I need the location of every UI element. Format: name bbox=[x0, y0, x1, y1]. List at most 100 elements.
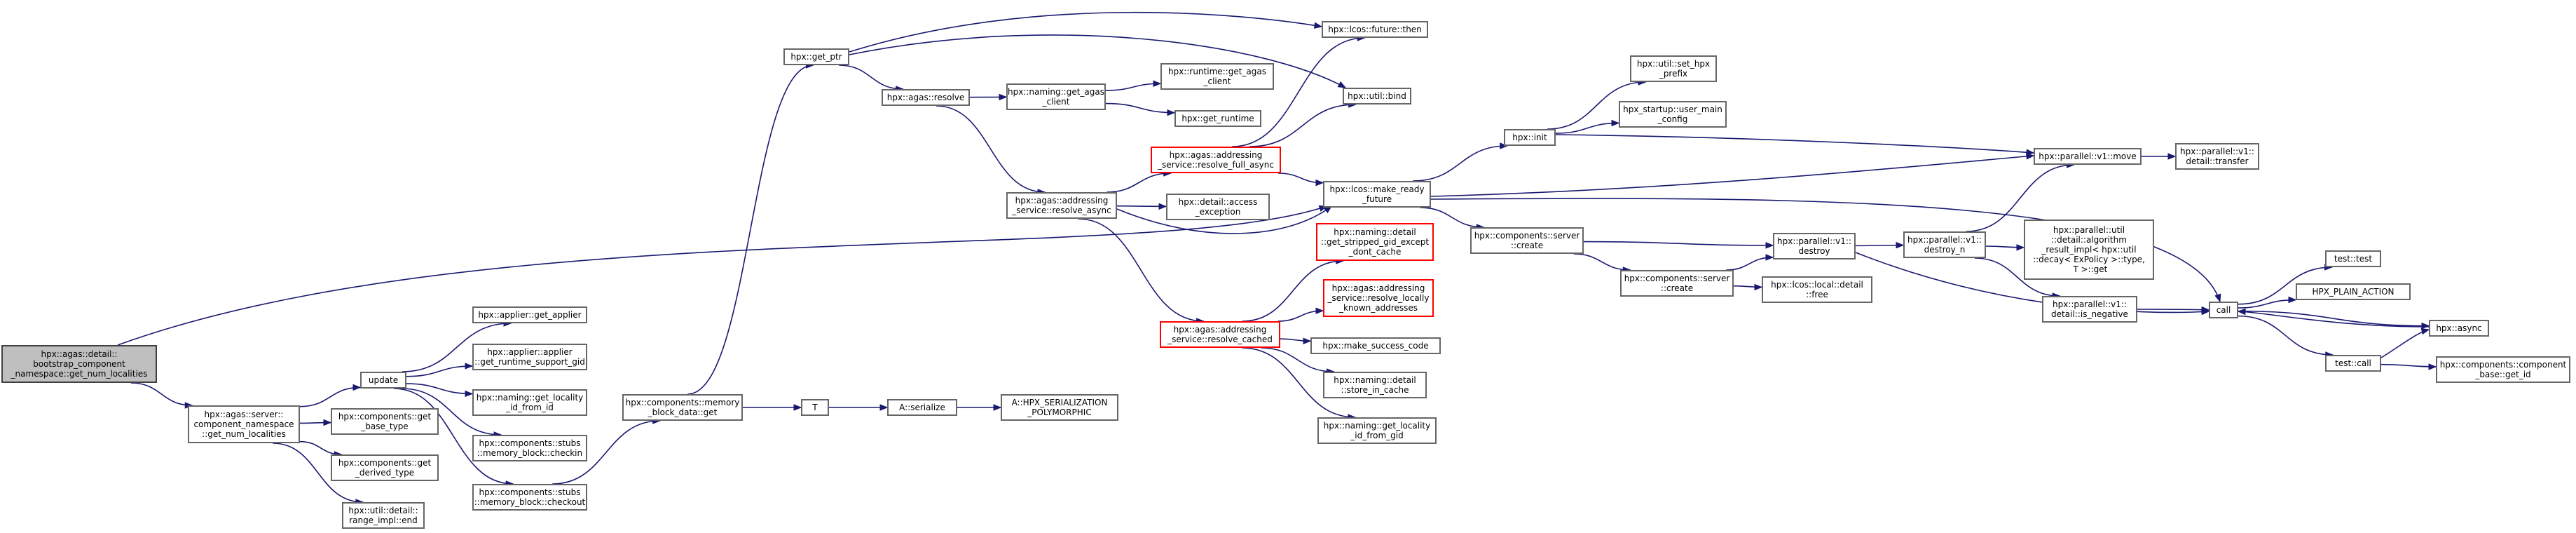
node-naming-get-agas[interactable]: hpx::naming::get_agas _client bbox=[1006, 83, 1106, 110]
edge-update-to-naming-get-loc bbox=[406, 383, 473, 395]
node-destroy-n[interactable]: hpx::parallel::v1:: destroy_n bbox=[1903, 231, 1986, 258]
edge-update-to-applier-get bbox=[402, 323, 512, 372]
node-access-exc[interactable]: hpx::detail::access _exception bbox=[1166, 194, 1270, 220]
node-applier-get[interactable]: hpx::applier::get_applier bbox=[472, 306, 587, 323]
node-comp-base-get-id[interactable]: hpx::components::component _base::get_id bbox=[2436, 356, 2570, 383]
edge-hpx-init-to-move bbox=[1555, 134, 2034, 154]
node-move[interactable]: hpx::parallel::v1::move bbox=[2034, 148, 2142, 165]
edge-make-ready-to-hpx-init bbox=[1413, 145, 1507, 182]
node-make-ready[interactable]: hpx::lcos::make_ready _future bbox=[1323, 181, 1431, 208]
arrowhead-icon bbox=[1765, 242, 1774, 249]
node-naming-get-loc[interactable]: hpx::naming::get_locality _id_from_id bbox=[472, 389, 587, 416]
node-A-hpx[interactable]: A::HPX_SERIALIZATION _POLYMORPHIC bbox=[1001, 394, 1118, 421]
node-resolve-async[interactable]: hpx::agas::addressing _service::resolve_… bbox=[1006, 192, 1117, 219]
node-T[interactable]: T bbox=[801, 399, 829, 416]
node-get-runtime[interactable]: hpx::get_runtime bbox=[1174, 110, 1261, 127]
node-runtime-get-agas[interactable]: hpx::runtime::get_agas _client bbox=[1160, 63, 1274, 90]
edge-destroy-n-to-move bbox=[1966, 164, 2074, 232]
node-server-create2[interactable]: hpx::components::server ::create bbox=[1620, 270, 1734, 297]
arrowhead-icon bbox=[1500, 142, 1509, 149]
node-comp-get-base[interactable]: hpx::components::get _base_type bbox=[331, 408, 439, 435]
edge-cn-get-to-update bbox=[299, 386, 361, 407]
arrowhead-icon bbox=[1765, 254, 1774, 261]
edge-get-ptr-to-agas-resolve bbox=[839, 65, 903, 90]
node-is-negative[interactable]: hpx::parallel::v1:: detail::is_negative bbox=[2042, 296, 2137, 323]
node-call[interactable]: call bbox=[2209, 302, 2238, 318]
arrowhead-icon bbox=[2428, 363, 2437, 370]
node-server-create1[interactable]: hpx::components::server ::create bbox=[1470, 227, 1584, 254]
node-stripped-gid[interactable]: hpx::naming::detail ::get_stripped_gid_e… bbox=[1316, 223, 1434, 261]
edge-server-create1-to-server-create2 bbox=[1573, 253, 1631, 271]
node-resolve-locally[interactable]: hpx::agas::addressing _service::resolve_… bbox=[1323, 279, 1434, 317]
arrowhead-icon bbox=[2421, 322, 2430, 330]
edge-resolve-full-to-future-then bbox=[1232, 37, 1365, 147]
node-user-main[interactable]: hpx_startup::user_main _config bbox=[1619, 101, 1727, 128]
node-plain-action[interactable]: HPX_PLAIN_ACTION bbox=[2296, 283, 2411, 300]
edge-resolve-cached-to-stripped-gid bbox=[1242, 260, 1343, 322]
edge-resolve-async-to-resolve-full bbox=[1107, 173, 1171, 193]
node-A-serialize[interactable]: A::serialize bbox=[887, 399, 957, 416]
node-test-call[interactable]: test::call bbox=[2325, 355, 2381, 372]
edge-resolve-async-to-resolve-cached bbox=[1078, 218, 1204, 322]
arrowhead-icon bbox=[2288, 296, 2297, 304]
arrowhead-icon bbox=[2167, 153, 2177, 160]
node-set-prefix[interactable]: hpx::util::set_hpx _prefix bbox=[1630, 55, 1717, 82]
edge-naming-get-agas-to-runtime-get-agas bbox=[1105, 83, 1161, 91]
arrowhead-icon bbox=[879, 404, 889, 411]
node-hpx-init[interactable]: hpx::init bbox=[1504, 129, 1556, 146]
edge-make-ready-to-call bbox=[1430, 198, 2221, 302]
arrowhead-icon bbox=[323, 419, 332, 426]
arrowhead-icon bbox=[2026, 149, 2035, 156]
edge-server-create1-to-destroy bbox=[1583, 241, 1774, 246]
arrowhead-icon bbox=[1313, 22, 1323, 29]
arrowhead-icon bbox=[999, 93, 1008, 101]
edge-agas-resolve-to-resolve-async bbox=[936, 105, 1046, 193]
edge-make-ready-to-server-create1 bbox=[1420, 207, 1484, 228]
node-local-free[interactable]: hpx::lcos::local::detail ::free bbox=[1762, 276, 1872, 303]
node-update[interactable]: update bbox=[360, 372, 406, 389]
node-transfer[interactable]: hpx::parallel::v1:: detail::transfer bbox=[2175, 143, 2259, 170]
node-range-end[interactable]: hpx::util::detail:: range_impl::end bbox=[342, 502, 425, 529]
node-algo-result[interactable]: hpx::parallel::util ::detail::algorithm … bbox=[2024, 220, 2154, 280]
arrowhead-icon bbox=[993, 404, 1002, 411]
arrowhead-icon bbox=[2201, 306, 2210, 313]
arrowhead-icon bbox=[793, 404, 802, 411]
edge-mbd-get-to-get-ptr bbox=[687, 65, 814, 395]
arrowhead-icon bbox=[1167, 109, 1176, 116]
node-util-bind[interactable]: hpx::util::bind bbox=[1343, 88, 1411, 104]
node-loc-from-gid[interactable]: hpx::naming::get_locality _id_from_gid bbox=[1317, 417, 1437, 444]
arrowhead-icon bbox=[465, 390, 474, 398]
node-stubs-checkin[interactable]: hpx::components::stubs ::memory_block::c… bbox=[472, 435, 587, 461]
edge-hpx-init-to-user-main bbox=[1555, 122, 1619, 134]
arrowhead-icon bbox=[1158, 203, 1167, 210]
arrowhead-icon bbox=[1754, 283, 1763, 291]
edge-resolve-async-to-make-ready bbox=[1116, 205, 1332, 234]
edge-root-to-cn-get bbox=[130, 382, 193, 406]
node-mbd-get[interactable]: hpx::components::memory _block_data::get bbox=[622, 394, 743, 421]
arrowhead-icon bbox=[2420, 328, 2430, 335]
node-comp-get-derived[interactable]: hpx::components::get _derived_type bbox=[331, 454, 439, 481]
edge-hpx-async-to-call bbox=[2238, 311, 2430, 328]
node-resolve-cached[interactable]: hpx::agas::addressing _service::resolve_… bbox=[1160, 321, 1280, 348]
node-get-ptr[interactable]: hpx::get_ptr bbox=[783, 48, 849, 65]
node-destroy[interactable]: hpx::parallel::v1:: destroy bbox=[1773, 233, 1856, 259]
node-store-cache[interactable]: hpx::naming::detail ::store_in_cache bbox=[1323, 372, 1427, 398]
node-applier-gid[interactable]: hpx::applier::applier ::get_runtime_supp… bbox=[472, 344, 587, 370]
edge-get-ptr-to-future-then bbox=[849, 11, 1322, 53]
edge-root-to-make-ready bbox=[117, 205, 1327, 346]
edge-cn-get-to-range-end bbox=[273, 443, 363, 503]
node-root[interactable]: hpx::agas::detail:: bootstrap_component … bbox=[1, 345, 157, 383]
node-stubs-checkout[interactable]: hpx::components::stubs ::memory_block::c… bbox=[472, 484, 587, 511]
edge-call-to-test-call bbox=[2238, 315, 2333, 356]
edge-update-to-stubs-checkout bbox=[394, 388, 514, 485]
node-cn-get[interactable]: hpx::agas::server:: component_namespace … bbox=[188, 405, 300, 443]
node-hpx-async[interactable]: hpx::async bbox=[2429, 320, 2489, 337]
node-agas-resolve[interactable]: hpx::agas::resolve bbox=[882, 89, 970, 106]
node-test-test[interactable]: test::test bbox=[2325, 250, 2381, 267]
node-make-success[interactable]: hpx::make_success_code bbox=[1310, 337, 1441, 354]
arrowhead-icon bbox=[2237, 308, 2246, 316]
edge-test-call-to-comp-base-get-id bbox=[2380, 363, 2437, 367]
node-resolve-full[interactable]: hpx::agas::addressing _service::resolve_… bbox=[1151, 147, 1281, 173]
node-future-then[interactable]: hpx::lcos::future::then bbox=[1322, 21, 1428, 38]
arrowhead-icon bbox=[1303, 337, 1312, 345]
